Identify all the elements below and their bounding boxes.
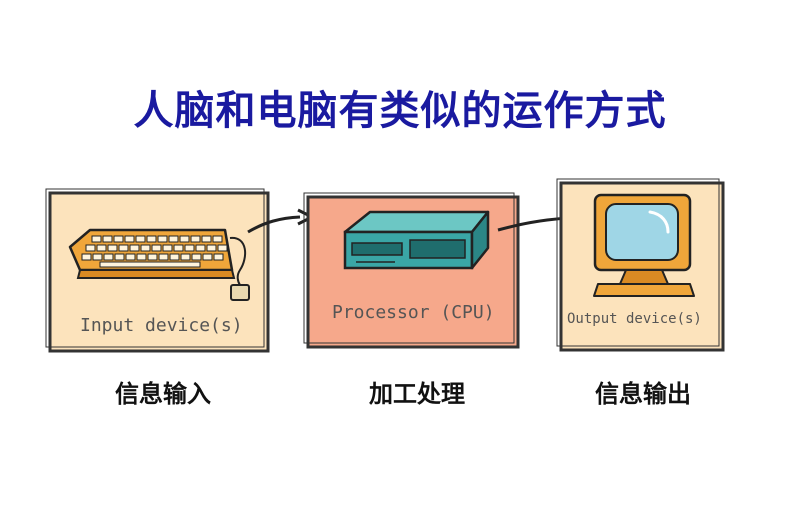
keyboard-icon — [68, 228, 250, 301]
output-device-label: Output device(s) — [567, 311, 702, 327]
page-title: 人脑和电脑有类似的运作方式 — [133, 88, 667, 134]
monitor-icon — [593, 193, 695, 297]
input-device-label: Input device(s) — [80, 315, 243, 336]
input-caption: 信息输入 — [115, 380, 211, 408]
processor-caption: 加工处理 — [369, 380, 465, 408]
cpu-box-icon — [343, 210, 490, 270]
output-caption: 信息输出 — [595, 380, 691, 408]
processor-label: Processor (CPU) — [332, 302, 495, 323]
